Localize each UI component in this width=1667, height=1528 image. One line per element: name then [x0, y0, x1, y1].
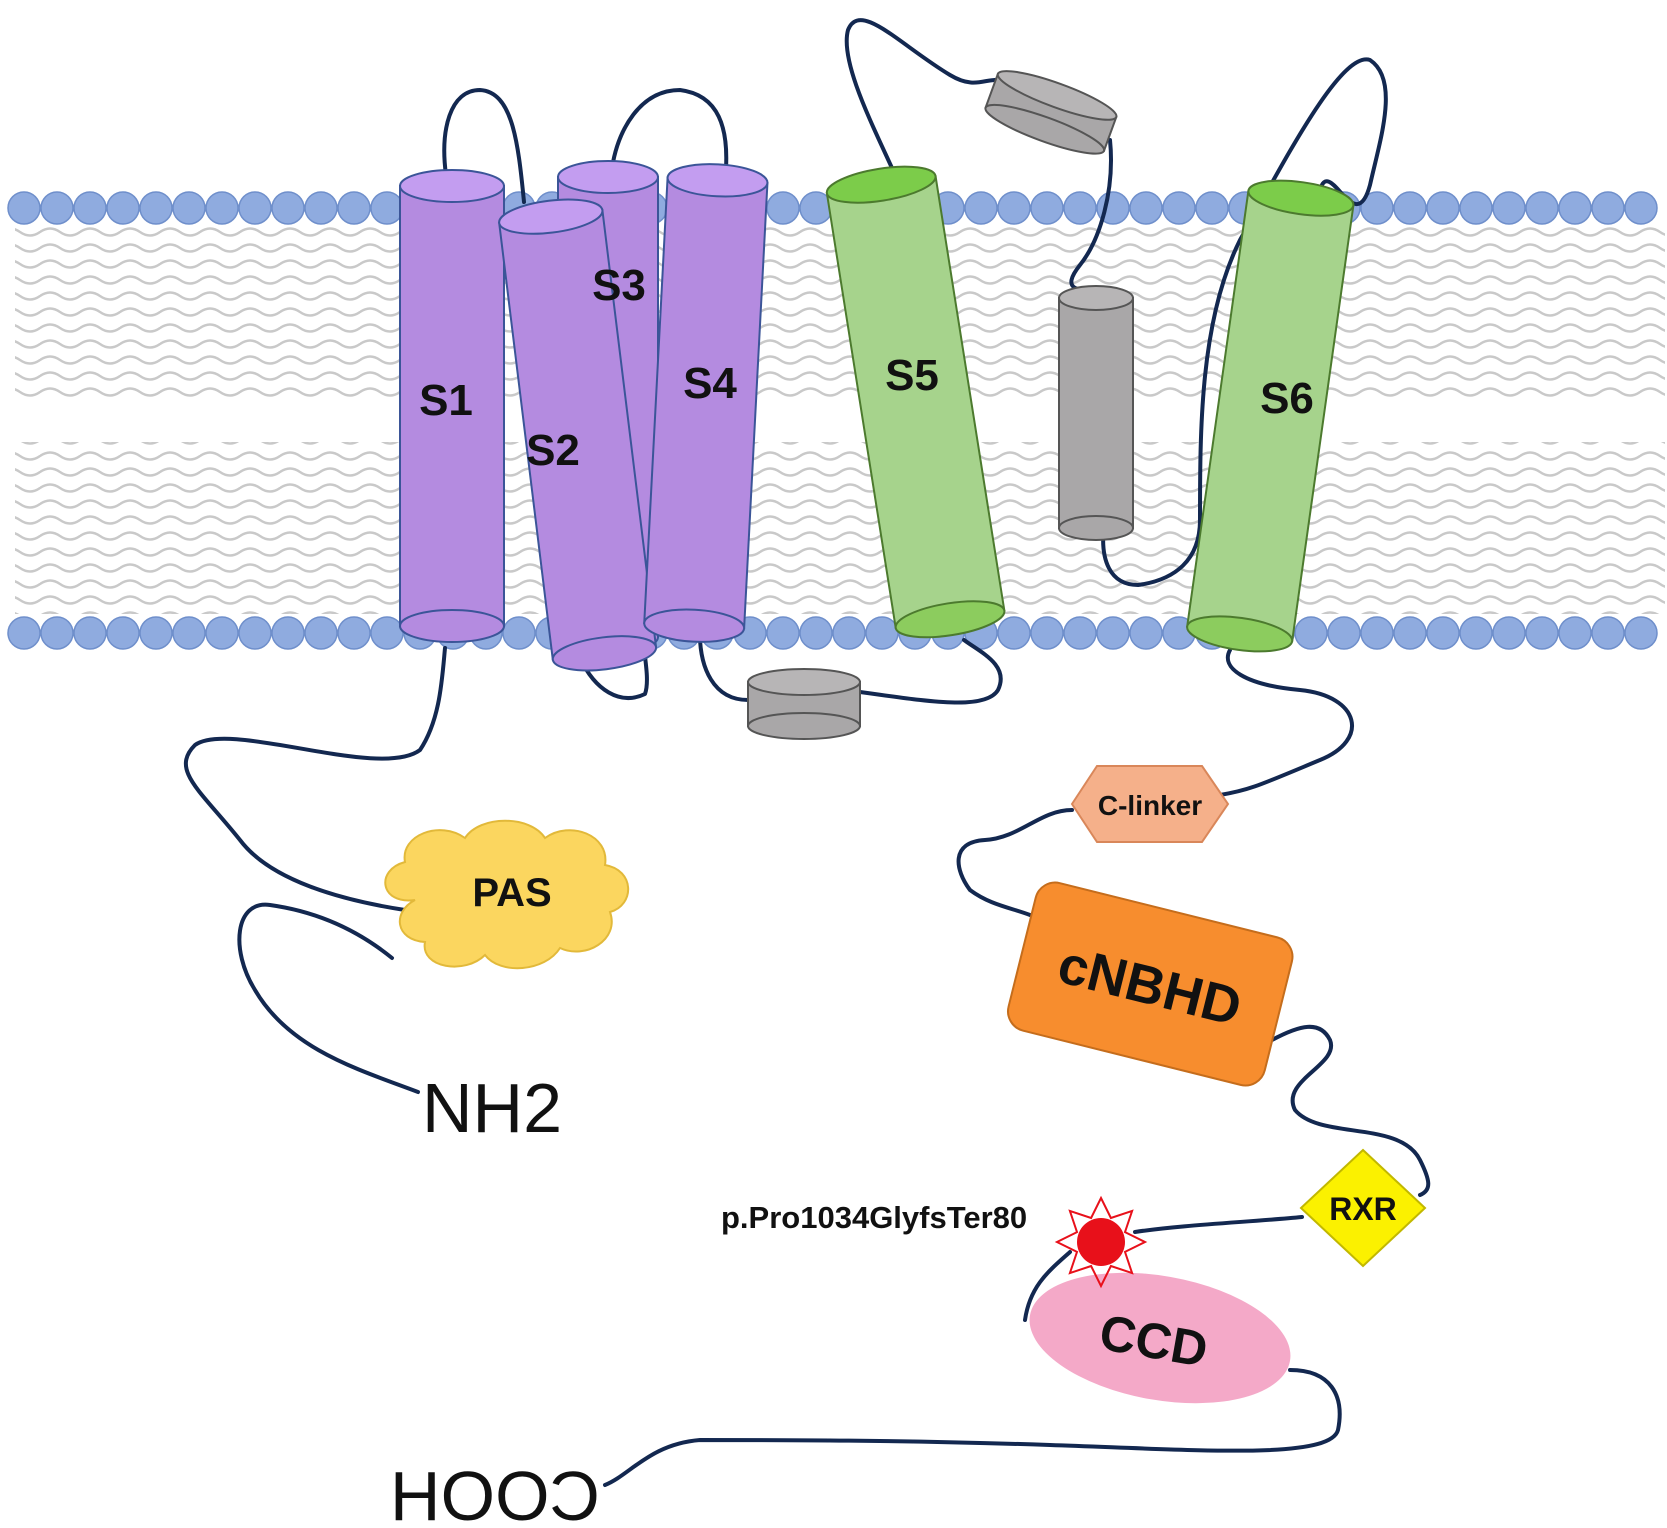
lipid-head — [997, 191, 1031, 225]
lipid-head — [1393, 191, 1427, 225]
lipid-heads-inner — [7, 616, 1658, 650]
lipid-head — [73, 616, 107, 650]
label-s4: S4 — [683, 359, 737, 408]
lipid-head — [1294, 616, 1328, 650]
mutation-star-icon — [1054, 1195, 1148, 1289]
lipid-head — [1459, 616, 1493, 650]
lipid-head — [238, 191, 272, 225]
lipid-head — [1624, 191, 1658, 225]
lipid-head — [1492, 616, 1526, 650]
cnbhd-domain: cNBHD — [1007, 881, 1294, 1087]
c-terminus-label: COOH — [390, 1457, 600, 1528]
mutation-label: p.Pro1034GlyfsTer80 — [721, 1200, 1027, 1235]
lipid-head — [832, 616, 866, 650]
pore-helix — [1058, 285, 1134, 541]
lipid-head — [1162, 191, 1196, 225]
lipid-head — [106, 191, 140, 225]
lipid-head — [997, 616, 1031, 650]
lipid-head — [304, 191, 338, 225]
lipid-head — [205, 191, 239, 225]
lipid-head — [964, 191, 998, 225]
lipid-head — [799, 616, 833, 650]
lipid-head — [1063, 616, 1097, 650]
lipid-head — [1492, 191, 1526, 225]
lipid-head — [7, 616, 41, 650]
label-s2: S2 — [526, 426, 580, 475]
label-s3: S3 — [592, 261, 646, 310]
lipid-head — [1558, 616, 1592, 650]
lipid-head — [106, 616, 140, 650]
lipid-head — [1558, 191, 1592, 225]
lipid-head — [1129, 191, 1163, 225]
label-s6: S6 — [1260, 374, 1314, 423]
lipid-head — [1195, 191, 1229, 225]
n-terminus-label: NH2 — [422, 1069, 562, 1147]
s4-s5-linker-helix — [747, 668, 861, 740]
mutation-marker: p.Pro1034GlyfsTer80 — [721, 1195, 1148, 1289]
lipid-head — [238, 616, 272, 650]
lipid-head — [502, 616, 536, 650]
lipid-head — [370, 616, 404, 650]
lipid-head — [1030, 616, 1064, 650]
extracellular-turret-helix — [984, 70, 1118, 155]
lipid-head — [337, 616, 371, 650]
lipid-head — [205, 616, 239, 650]
lipid-head — [73, 191, 107, 225]
helix-s4 — [643, 163, 769, 643]
lipid-head — [766, 191, 800, 225]
helix-s1 — [399, 169, 505, 643]
helix-s2 — [498, 198, 658, 672]
lipid-head — [1459, 191, 1493, 225]
lipid-head — [1591, 616, 1625, 650]
ccd-domain: CCD — [1029, 1272, 1291, 1404]
lipid-head — [1393, 616, 1427, 650]
label-s1: S1 — [419, 376, 473, 425]
lipid-head — [139, 191, 173, 225]
lipid-head — [1624, 616, 1658, 650]
lipid-head — [139, 616, 173, 650]
lipid-head — [1063, 191, 1097, 225]
lipid-head — [337, 191, 371, 225]
lipid-head — [1360, 616, 1394, 650]
lipid-head — [1426, 616, 1460, 650]
label-s5: S5 — [885, 351, 939, 400]
lipid-head — [40, 616, 74, 650]
lipid-head — [1327, 616, 1361, 650]
lipid-head — [1129, 616, 1163, 650]
lipid-head — [271, 191, 305, 225]
rxr-label: RXR — [1329, 1191, 1397, 1227]
helix-s5 — [825, 165, 1006, 639]
lipid-head — [1426, 191, 1460, 225]
backbone-chain — [183, 18, 1431, 1487]
helix-s6 — [1186, 179, 1355, 653]
lipid-head — [865, 616, 899, 650]
lipid-head — [172, 191, 206, 225]
c-linker-domain: C-linker — [1070, 765, 1230, 843]
lipid-head — [304, 616, 338, 650]
lipid-head — [1360, 191, 1394, 225]
lipid-head — [1030, 191, 1064, 225]
lipid-head — [1591, 191, 1625, 225]
c-linker-label: C-linker — [1098, 790, 1202, 821]
rxr-motif: RXR — [1299, 1148, 1427, 1268]
lipid-head — [7, 191, 41, 225]
pas-domain: PAS — [384, 819, 630, 970]
pas-label: PAS — [472, 871, 551, 915]
lipid-head — [1525, 616, 1559, 650]
lipid-head — [40, 191, 74, 225]
lipid-head — [370, 191, 404, 225]
lipid-head — [172, 616, 206, 650]
lipid-head — [1096, 616, 1130, 650]
lipid-head — [271, 616, 305, 650]
lipid-head — [766, 616, 800, 650]
lipid-head — [1525, 191, 1559, 225]
